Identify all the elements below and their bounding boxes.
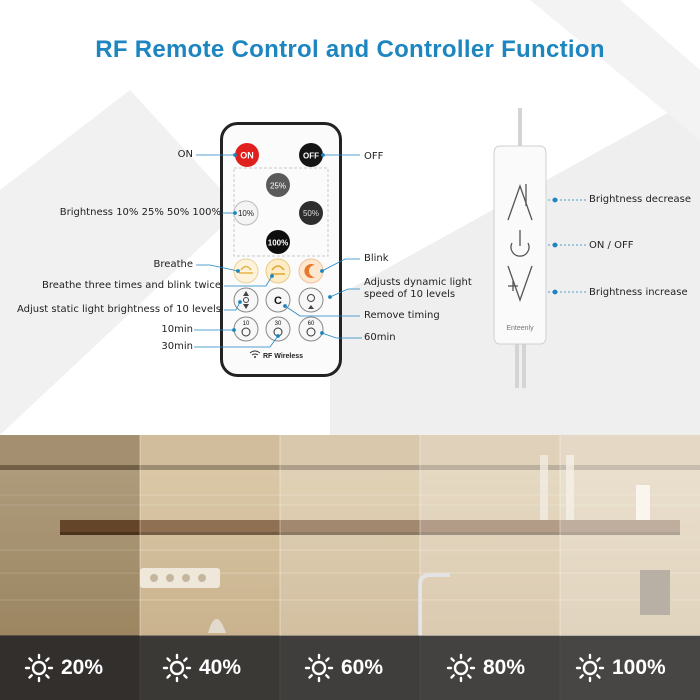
svg-text:50%: 50% [303,209,319,218]
brightness-100-button[interactable]: 100% [266,230,290,254]
brightness-level-100: 100% [575,644,666,692]
sun-icon [24,653,54,683]
breathe-button[interactable] [233,258,259,284]
label-on-off: ON / OFF [589,240,634,251]
label-brightness: Brightness 10% 25% 50% 100% [59,207,221,218]
brightness-25-button[interactable]: 25% [266,173,290,197]
svg-text:60: 60 [308,321,315,327]
power-icon[interactable] [510,230,530,257]
remote-footer: RF Wireless [263,353,303,360]
svg-text:C: C [274,295,282,307]
callout-lines [194,153,586,348]
on-button[interactable]: ON [235,143,259,167]
svg-text:25%: 25% [270,182,286,191]
static-brightness-button[interactable] [233,287,259,313]
svg-text:10: 10 [243,321,250,327]
label-breathe: Breathe [153,259,193,270]
label-brightness-increase: Brightness increase [589,287,688,298]
brightness-decrease-icon[interactable] [507,184,533,221]
timer-30-button[interactable]: 30 [265,316,291,342]
rf-remote: ON OFF 25% 10% 50% 100% C [220,122,342,377]
sun-icon [446,653,476,683]
brightness-increase-icon[interactable] [507,265,533,302]
svg-text:100%: 100% [268,239,288,248]
brightness-level-80: 80% [446,644,525,692]
label-brightness-decrease: Brightness decrease [589,194,691,205]
label-breathe-three: Breathe three times and blink twice [42,280,221,291]
brightness-50-button[interactable]: 50% [299,201,323,225]
sun-icon [575,653,605,683]
label-dynamic-speed: Adjusts dynamic light speed of 10 levels [364,277,472,300]
timer-60-button[interactable]: 60 [298,316,324,342]
svg-text:10%: 10% [238,209,254,218]
wifi-icon [249,350,261,358]
label-remove-timing: Remove timing [364,310,440,321]
svg-text:ON: ON [240,151,254,161]
label-off: OFF [364,151,384,162]
dynamic-speed-button[interactable] [298,287,324,313]
controller-brand: Enteenly [506,325,534,332]
label-60min: 60min [364,332,396,343]
svg-text:OFF: OFF [303,152,319,161]
brightness-level-40: 40% [162,644,241,692]
brightness-level-60: 60% [304,644,383,692]
label-on: ON [177,149,193,160]
label-blink: Blink [364,253,389,264]
label-static-brightness: Adjust static light brightness of 10 lev… [16,304,221,315]
label-30min: 30min [161,341,193,352]
label-10min: 10min [161,324,193,335]
page-title: RF Remote Control and Controller Functio… [95,36,605,63]
inline-controller: Enteenly [493,108,547,388]
sun-icon [162,653,192,683]
svg-text:30: 30 [275,321,282,327]
sun-icon [304,653,334,683]
brightness-level-20: 20% [24,644,103,692]
off-button[interactable]: OFF [299,143,323,167]
